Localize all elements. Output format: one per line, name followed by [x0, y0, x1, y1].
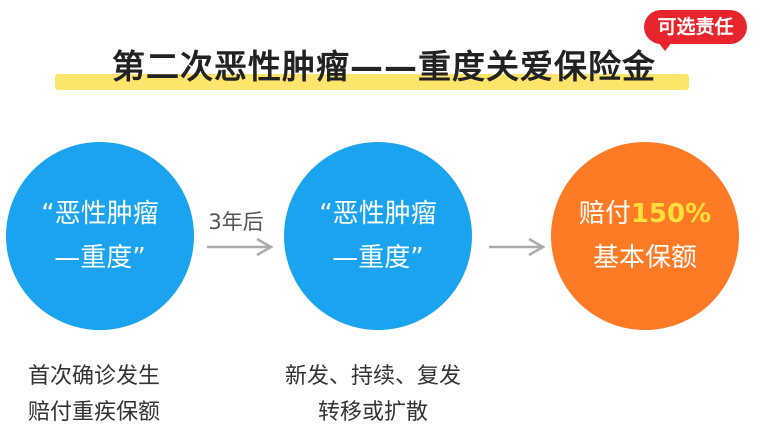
second-caption: 新发、持续、复发 转移或扩散 [253, 359, 493, 431]
second-caption-line1: 新发、持续、复发 [284, 364, 461, 389]
interval-label: 3年后 [208, 210, 264, 234]
first-caption-line2: 赔付重疾保额 [27, 400, 160, 425]
second-diagnosis-circle: “恶性肿瘤 —重度” [284, 142, 472, 330]
first-diagnosis-circle: “恶性肿瘤 —重度” [6, 142, 194, 330]
payout-prefix: 赔付 [578, 199, 631, 229]
payout-circle: 赔付150% 基本保额 [551, 142, 739, 330]
first-caption-line1: 首次确诊发生 [27, 364, 160, 389]
second-circle-line1: “恶性肿瘤 [319, 199, 437, 229]
first-circle-line2: —重度” [54, 243, 146, 273]
second-circle-line2: —重度” [332, 243, 424, 273]
header: 第二次恶性肿瘤——重度关爱保险金 可选责任 [0, 0, 768, 120]
payout-percentage: 150% [630, 199, 712, 229]
second-caption-line2: 转移或扩散 [317, 400, 428, 425]
page-title: 第二次恶性肿瘤——重度关爱保险金 [112, 47, 656, 86]
arrow-right-icon [207, 237, 274, 257]
first-caption: 首次确诊发生 赔付重疾保额 [0, 359, 214, 431]
arrow-right-icon [489, 237, 546, 257]
first-circle-line1: “恶性肿瘤 [41, 199, 159, 229]
payout-line2: 基本保额 [592, 243, 697, 273]
title-underline [55, 74, 689, 90]
payout-line1: 赔付150% [579, 192, 711, 236]
optional-coverage-badge: 可选责任 [644, 10, 747, 51]
